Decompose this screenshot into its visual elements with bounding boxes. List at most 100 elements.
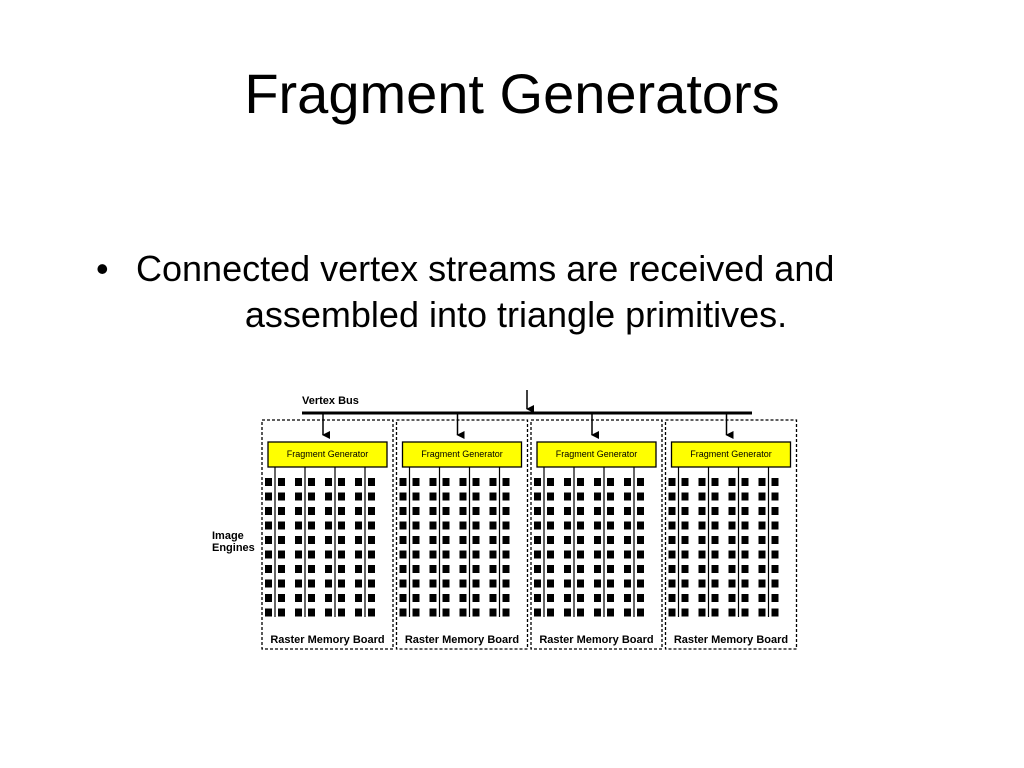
image-engine-chip — [502, 565, 510, 573]
raster-memory-board: Fragment Generator Raster Memory Board — [395, 414, 529, 650]
raster-memory-board-label: Raster Memory Board — [674, 634, 788, 646]
image-engine-chip — [771, 536, 779, 544]
image-engine-chip — [637, 478, 644, 486]
image-engine-chip — [412, 594, 420, 602]
image-engine-chip — [459, 507, 467, 515]
image-engine-chip — [489, 565, 497, 573]
image-engine-chip — [534, 565, 541, 573]
slide-title: Fragment Generators — [244, 62, 780, 125]
image-engine-chip — [758, 608, 766, 617]
image-engine-chip — [368, 536, 375, 544]
image-engine-chip — [368, 579, 375, 588]
image-engine-chip — [325, 507, 332, 515]
image-engine-chip — [295, 608, 302, 617]
image-engine-chip — [412, 478, 420, 486]
image-engine-chip — [607, 608, 614, 617]
image-engine-chip — [668, 478, 676, 486]
image-engine-chip — [547, 565, 554, 573]
image-engines-label-line-2: Engines — [212, 542, 255, 554]
image-engine-chip — [728, 594, 736, 602]
image-engine-chip — [564, 579, 571, 588]
image-engine-chip — [758, 492, 766, 501]
image-engine-chip — [429, 507, 437, 515]
image-engine-chip — [668, 608, 676, 617]
image-engine-chip — [547, 478, 554, 486]
image-engine-chip — [325, 608, 332, 617]
board-outline — [664, 419, 798, 650]
image-engine-chip — [624, 536, 631, 544]
image-engine-chip — [338, 594, 345, 602]
raster-memory-boards: Fragment Generator Raster Memory Board F… — [261, 414, 798, 650]
image-engine-chip — [564, 521, 571, 530]
image-engine-chip — [577, 536, 584, 544]
image-engine-chip — [624, 565, 631, 573]
image-engine-chip — [728, 565, 736, 573]
image-engine-chip — [278, 521, 285, 530]
image-engine-chip — [489, 579, 497, 588]
image-engine-chip — [308, 478, 315, 486]
image-engine-chip — [429, 536, 437, 544]
image-engine-chip — [355, 608, 362, 617]
image-engine-chip — [758, 521, 766, 530]
bullet-glyph: • — [96, 248, 109, 289]
image-engine-chip — [472, 478, 480, 486]
image-engine-chip — [624, 550, 631, 559]
image-engine-chip — [368, 550, 375, 559]
image-engine-chip — [308, 579, 315, 588]
image-engine-chip — [325, 521, 332, 530]
image-engine-chip — [278, 550, 285, 559]
image-engine-chip — [502, 550, 510, 559]
image-engine-chip — [338, 579, 345, 588]
image-engine-chip — [295, 521, 302, 530]
image-engine-chip — [594, 594, 601, 602]
image-engine-chip — [741, 507, 749, 515]
image-engine-chip — [624, 478, 631, 486]
image-engine-chip — [577, 492, 584, 501]
image-engine-chip — [412, 521, 420, 530]
image-engine-chip — [577, 594, 584, 602]
image-engine-chip — [355, 521, 362, 530]
image-engine-chip — [758, 579, 766, 588]
image-engine-chip — [338, 507, 345, 515]
image-engine-chip — [547, 507, 554, 515]
image-engine-chip — [698, 492, 706, 501]
image-engine-chip — [607, 550, 614, 559]
image-engine-chip — [681, 608, 689, 617]
vertex-bus-label: Vertex Bus — [302, 395, 359, 407]
raster-memory-board: Fragment Generator Raster Memory Board — [530, 414, 663, 650]
image-engine-chip — [547, 550, 554, 559]
bullet-line-1: Connected vertex streams are received an… — [136, 248, 835, 289]
image-engine-chip — [741, 521, 749, 530]
image-engines-label-line-1: Image — [212, 530, 244, 542]
image-engine-chip — [295, 550, 302, 559]
image-engine-chip — [278, 536, 285, 544]
image-engine-chip — [637, 536, 644, 544]
image-engine-chip — [368, 521, 375, 530]
image-engine-chip — [459, 608, 467, 617]
fragment-generator-box — [670, 441, 792, 468]
image-engine-chip — [368, 565, 375, 573]
image-engine-chip — [698, 507, 706, 515]
image-engine-chip — [368, 507, 375, 515]
image-engine-chip — [547, 608, 554, 617]
image-engine-chip — [728, 507, 736, 515]
image-engine-chip — [681, 536, 689, 544]
image-engine-chip — [681, 507, 689, 515]
image-engine-chip — [607, 594, 614, 602]
image-engine-grid — [265, 467, 375, 617]
image-engine-chip — [547, 594, 554, 602]
image-engine-chip — [758, 478, 766, 486]
image-engine-chip — [637, 579, 644, 588]
bullet-point: • Connected vertex streams are received a… — [96, 246, 976, 338]
image-engine-chip — [295, 492, 302, 501]
image-engine-chip — [265, 478, 272, 486]
image-engine-chip — [368, 492, 375, 501]
fragment-generator-label: Fragment Generator — [556, 449, 638, 459]
image-engine-chip — [278, 594, 285, 602]
image-engine-chip — [698, 608, 706, 617]
image-engine-chip — [502, 536, 510, 544]
image-engine-chip — [668, 521, 676, 530]
image-engine-chip — [534, 536, 541, 544]
image-engine-chip — [442, 507, 450, 515]
image-engine-chip — [711, 565, 719, 573]
